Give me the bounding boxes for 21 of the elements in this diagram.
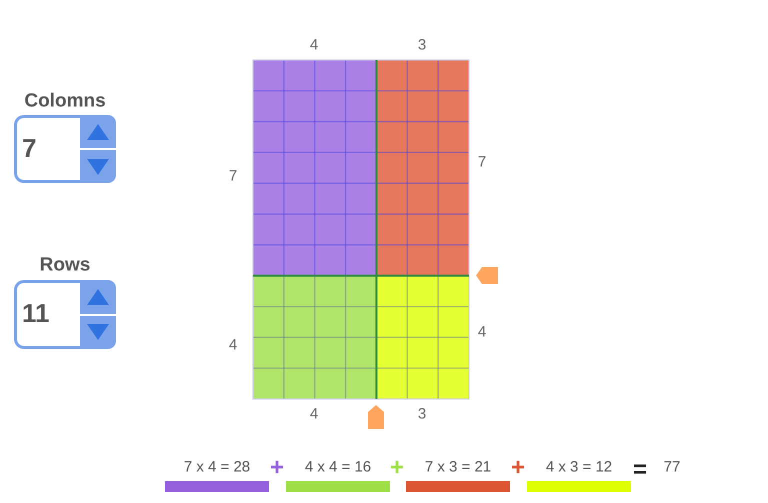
dimension-label: 3 [418,38,426,52]
dimension-label: 7 [228,168,238,184]
dimension-label: 4 [310,406,318,422]
equation-text: 4 x 4 = 16 [304,460,372,474]
equation-text: 7 x 4 = 28 [184,460,250,474]
total-value: 77 [664,460,680,474]
plus-sign: + [511,456,525,480]
number-input-field: 11 [14,280,80,349]
plus-sign: + [270,456,284,480]
equals-sign: = [633,458,647,482]
dimension-label: 4 [310,38,318,52]
equation-text: 7 x 3 = 21 [424,460,492,474]
control-title: Colomns [24,92,106,110]
control-title: Rows [40,256,90,274]
plus-sign: + [390,456,404,480]
dimension-label: 7 [478,154,486,170]
dimension-label: 4 [478,324,486,340]
dimension-label: 4 [228,338,238,352]
equation-text: 4 x 3 = 12 [546,460,612,474]
number-input-field: 7 [14,115,80,183]
dimension-label: 3 [418,406,426,422]
